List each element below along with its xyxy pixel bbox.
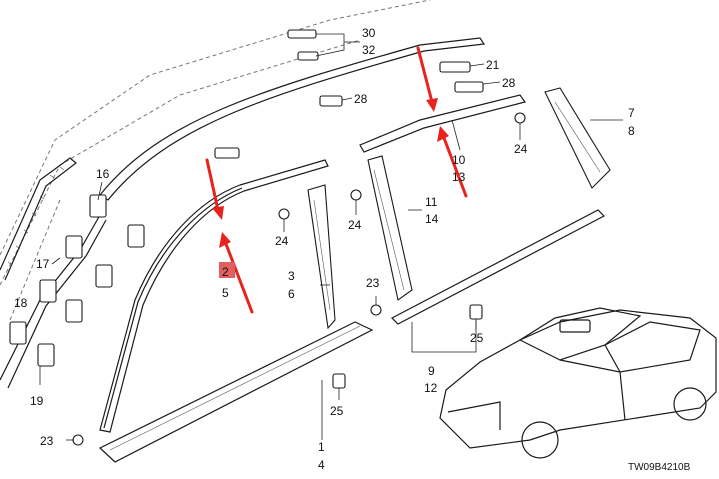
clips — [9, 29, 526, 446]
callout-4: 4 — [318, 458, 325, 472]
callout-18: 18 — [14, 296, 28, 310]
callout-labels: 30 32 21 28 28 7 8 10 13 24 16 11 14 24 … — [14, 26, 691, 473]
callout-1: 1 — [318, 440, 325, 454]
callout-23-left: 23 — [40, 434, 54, 448]
leader-lines — [39, 33, 623, 441]
callout-24-right: 24 — [514, 142, 528, 156]
figure-code: TW09B4210B — [628, 462, 691, 473]
callout-25-left: 25 — [330, 404, 344, 418]
callout-28-lower: 28 — [354, 92, 368, 106]
vehicle-illustration — [439, 307, 717, 459]
callout-9: 9 — [428, 364, 435, 378]
rear-upper-molding — [359, 94, 526, 153]
callout-3: 3 — [288, 269, 295, 283]
callout-2: 2 — [222, 265, 229, 279]
front-pillar-molding — [99, 159, 329, 433]
callout-5: 5 — [222, 286, 229, 300]
callout-14: 14 — [425, 212, 439, 226]
callout-7: 7 — [628, 106, 635, 120]
callout-30: 30 — [362, 26, 376, 40]
callout-17: 17 — [36, 257, 50, 271]
callout-25-right: 25 — [470, 331, 484, 345]
callout-24-left: 24 — [275, 234, 289, 248]
callout-32: 32 — [362, 43, 376, 57]
quarter-garnish — [544, 87, 611, 189]
body-outline-dashed — [0, 0, 431, 321]
callout-11: 11 — [425, 195, 438, 209]
highlight-arrows — [205, 46, 468, 314]
roof-molding-strip — [0, 157, 77, 281]
callout-23-center: 23 — [366, 276, 380, 290]
callout-21: 21 — [486, 58, 500, 72]
callout-8: 8 — [628, 124, 635, 138]
center-pillar-garnish — [307, 184, 336, 330]
rear-sill-molding — [390, 209, 606, 325]
rear-pillar-garnish — [367, 155, 413, 301]
callout-10: 10 — [452, 153, 466, 167]
callout-24-center: 24 — [348, 218, 362, 232]
callout-6: 6 — [288, 287, 295, 301]
callout-19: 19 — [30, 394, 44, 408]
roof-molding-arc — [0, 37, 486, 389]
callout-12: 12 — [424, 381, 438, 395]
door-sill-molding — [98, 321, 374, 463]
callout-13: 13 — [452, 170, 466, 184]
callout-16: 16 — [96, 167, 110, 181]
callout-highlight-box — [219, 262, 235, 278]
callout-28-upper: 28 — [502, 76, 516, 90]
